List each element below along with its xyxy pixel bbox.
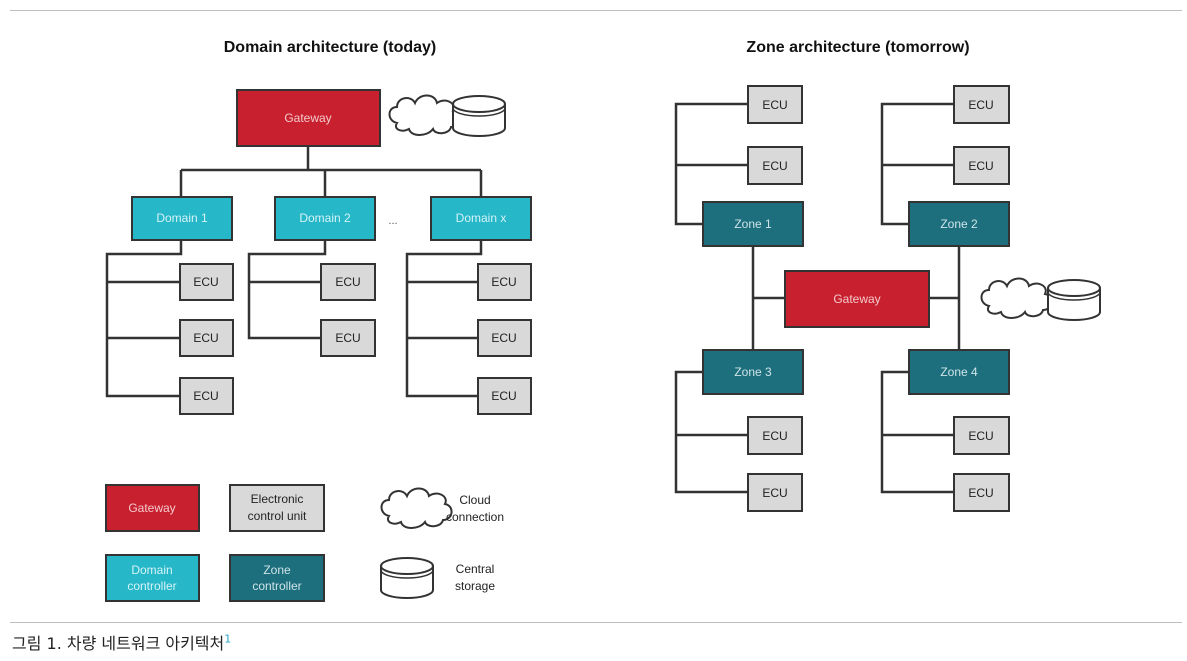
legend-ecu: Electronic control unit xyxy=(229,484,325,532)
ecu-label: ECU xyxy=(762,486,787,500)
ecu-box: ECU xyxy=(320,319,376,357)
domain-arch-title: Domain architecture (today) xyxy=(224,39,436,56)
figure-caption: 그림 1. 차량 네트워크 아키텍처1 xyxy=(12,630,231,654)
legend-cloud-line1: Cloud xyxy=(459,493,490,507)
ecu-box: ECU xyxy=(953,416,1010,455)
ecu-box: ECU xyxy=(477,319,532,357)
legend-cloud-line2: connection xyxy=(446,510,504,524)
ecu-box: ECU xyxy=(953,146,1010,185)
legend-zone-line1: Zone xyxy=(263,563,291,577)
zone-controller-label: Zone 1 xyxy=(734,217,772,231)
zone-controller-3: Zone 3 xyxy=(702,349,804,395)
domain-ellipsis: ... xyxy=(388,215,397,227)
ecu-box: ECU xyxy=(320,263,376,301)
ecu-label: ECU xyxy=(335,331,360,345)
zone-arch-title: Zone architecture (tomorrow) xyxy=(746,39,969,56)
legend-storage-icon xyxy=(380,557,434,599)
ecu-label: ECU xyxy=(193,389,218,403)
domain-ecu-list: ECU ECU ECU ECU ECU ECU ECU ECU xyxy=(179,263,532,415)
ecu-label: ECU xyxy=(762,159,787,173)
legend: Gateway Electronic control unit Cloud co… xyxy=(105,484,504,602)
legend-zone-controller: Zone controller xyxy=(229,554,325,602)
ecu-box: ECU xyxy=(179,263,234,301)
zone-controller-4: Zone 4 xyxy=(908,349,1010,395)
ecu-label: ECU xyxy=(193,275,218,289)
ecu-label: ECU xyxy=(968,429,993,443)
domain-controller-x: Domain x xyxy=(430,196,532,241)
legend-gateway-label: Gateway xyxy=(128,501,175,515)
ecu-label: ECU xyxy=(193,331,218,345)
ecu-box: ECU xyxy=(747,473,803,512)
cloud-icon xyxy=(388,94,461,136)
legend-ecu-line2: control unit xyxy=(248,509,307,523)
ecu-box: ECU xyxy=(747,85,803,124)
domain-gateway: Gateway xyxy=(236,89,381,147)
ecu-label: ECU xyxy=(968,486,993,500)
domain-controller-2: Domain 2 xyxy=(274,196,376,241)
domain-controller-label: Domain 1 xyxy=(156,211,208,225)
ecu-label: ECU xyxy=(762,98,787,112)
footnote-ref[interactable]: 1 xyxy=(224,632,232,646)
legend-domain-line2: controller xyxy=(127,579,176,593)
legend-zone-line2: controller xyxy=(252,579,301,593)
ecu-box: ECU xyxy=(747,416,803,455)
legend-domain-controller: Domain controller xyxy=(105,554,200,602)
ecu-box: ECU xyxy=(477,377,532,415)
ecu-label: ECU xyxy=(491,389,516,403)
bottom-rule xyxy=(10,622,1182,623)
ecu-label: ECU xyxy=(491,331,516,345)
zone-controller-label: Zone 3 xyxy=(734,365,772,379)
ecu-label: ECU xyxy=(968,159,993,173)
ecu-box: ECU xyxy=(747,146,803,185)
domain-connectors xyxy=(105,146,483,398)
zone-gateway-label: Gateway xyxy=(833,292,880,306)
zone-ecu-list: ECU ECU ECU ECU ECU ECU ECU ECU xyxy=(747,85,1010,512)
zone-gateway: Gateway xyxy=(784,270,930,328)
zone-controller-label: Zone 2 xyxy=(940,217,978,231)
cloud-icon xyxy=(980,277,1053,319)
legend-domain-line1: Domain xyxy=(131,563,172,577)
legend-storage-line2: storage xyxy=(455,579,495,593)
figure-caption-text: 그림 1. 차량 네트워크 아키텍처 xyxy=(12,634,225,653)
architecture-diagram: Domain architecture (today) Gateway Doma… xyxy=(105,39,1101,602)
domain-controller-label: Domain 2 xyxy=(299,211,351,225)
storage-icon xyxy=(1047,279,1101,321)
legend-storage-line1: Central xyxy=(456,562,495,576)
ecu-label: ECU xyxy=(762,429,787,443)
domain-controller-1: Domain 1 xyxy=(131,196,233,241)
zone-controller-label: Zone 4 xyxy=(940,365,978,379)
domain-controller-label: Domain x xyxy=(456,211,507,225)
ecu-box: ECU xyxy=(953,85,1010,124)
ecu-box: ECU xyxy=(179,319,234,357)
zone-connectors xyxy=(674,102,961,494)
legend-ecu-line1: Electronic xyxy=(251,492,304,506)
ecu-label: ECU xyxy=(335,275,360,289)
ecu-label: ECU xyxy=(491,275,516,289)
ecu-box: ECU xyxy=(477,263,532,301)
legend-gateway: Gateway xyxy=(105,484,200,532)
domain-gateway-label: Gateway xyxy=(284,111,331,125)
ecu-box: ECU xyxy=(953,473,1010,512)
ecu-box: ECU xyxy=(179,377,234,415)
top-rule xyxy=(10,10,1182,11)
legend-cloud-icon xyxy=(380,487,453,529)
ecu-label: ECU xyxy=(968,98,993,112)
storage-icon xyxy=(452,95,506,137)
zone-controller-1: Zone 1 xyxy=(702,201,804,247)
zone-controller-2: Zone 2 xyxy=(908,201,1010,247)
